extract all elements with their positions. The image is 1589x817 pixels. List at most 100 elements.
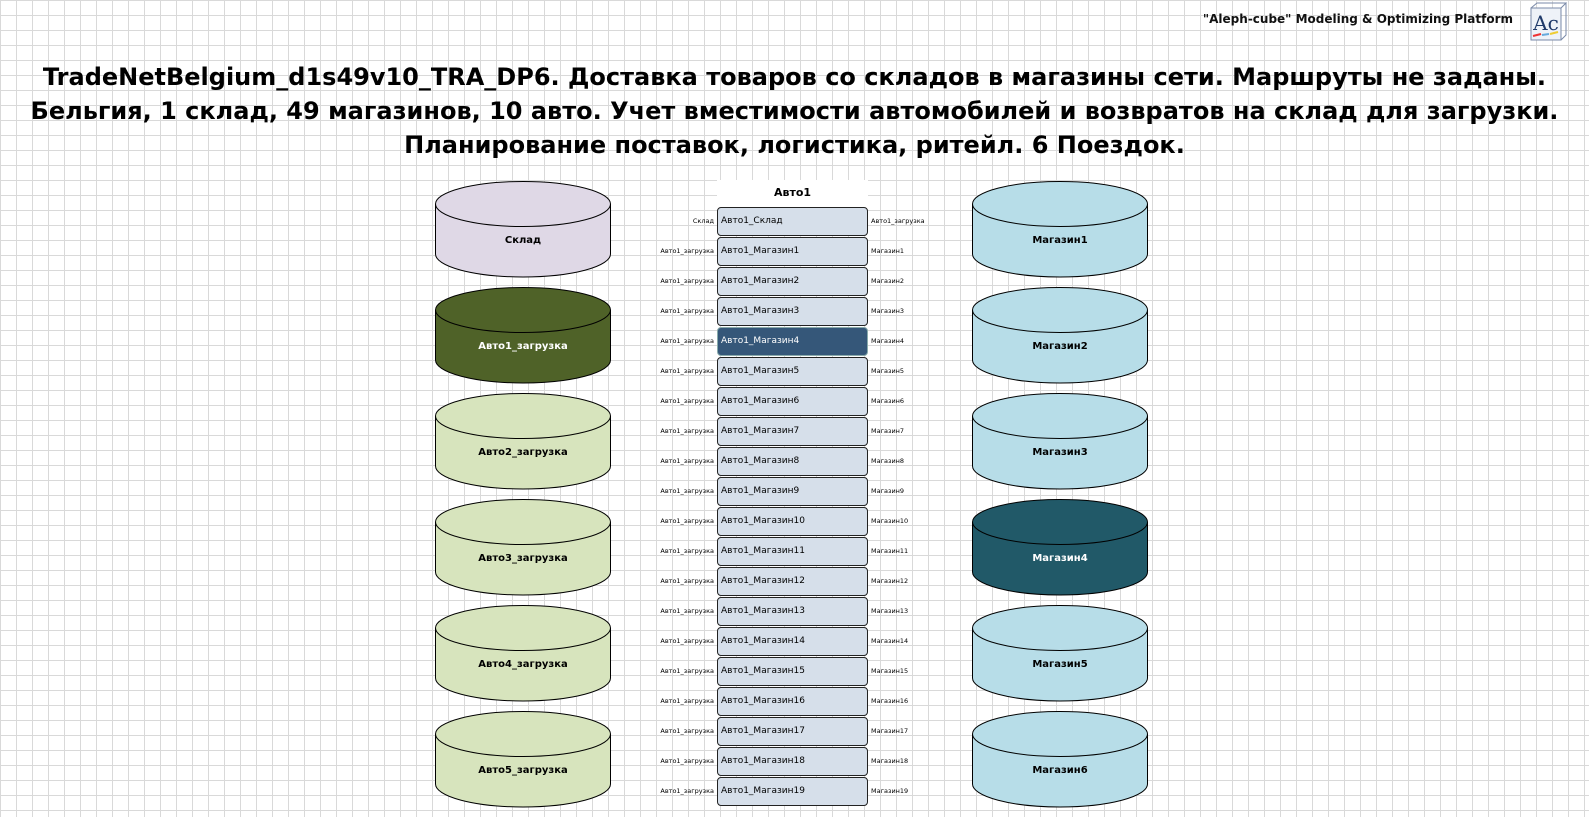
- route-from-label: Авто1_загрузка: [660, 367, 714, 375]
- left-node-2[interactable]: Авто2_загрузка: [435, 393, 611, 490]
- platform-brand: "Aleph-cube" Modeling & Optimizing Platf…: [1202, 12, 1513, 26]
- route-from-label: Авто1_загрузка: [660, 727, 714, 735]
- route-from-label: Авто1_загрузка: [660, 667, 714, 675]
- route-from-label: Авто1_загрузка: [660, 607, 714, 615]
- route-to-label: Магазин2: [871, 277, 905, 285]
- route-row[interactable]: Авто1_Магазин5: [717, 357, 868, 386]
- right-node-1[interactable]: Магазин2: [972, 287, 1148, 384]
- cylinder-top: [972, 711, 1148, 757]
- route-to-label: Магазин14: [871, 637, 909, 645]
- cylinder-top: [972, 181, 1148, 227]
- route-from-label: Авто1_загрузка: [660, 577, 714, 585]
- route-row[interactable]: Авто1_Магазин13: [717, 597, 868, 626]
- cylinder-top: [435, 605, 611, 651]
- cylinder-top: [435, 499, 611, 545]
- node-label: Магазин4: [1032, 553, 1087, 564]
- route-from-label: Авто1_загрузка: [660, 397, 714, 405]
- page-title: TradeNetBelgium_d1s49v10_TRA_DP6. Достав…: [30, 63, 1559, 159]
- route-to-label: Магазин6: [871, 397, 905, 405]
- route-to-label: Магазин12: [871, 577, 909, 585]
- aleph-cube-logo: Ac: [1530, 2, 1567, 41]
- route-row[interactable]: Авто1_Магазин16: [717, 687, 868, 716]
- node-label: Авто1_загрузка: [478, 341, 568, 352]
- svg-text:Ac: Ac: [1532, 11, 1559, 35]
- node-label: Авто4_загрузка: [478, 659, 568, 670]
- route-row[interactable]: Авто1_Магазин10: [717, 507, 868, 536]
- vehicle-panel-header: [717, 180, 868, 207]
- route-row[interactable]: Авто1_Магазин12: [717, 567, 868, 596]
- route-from-label: Авто1_загрузка: [660, 487, 714, 495]
- cylinder-top: [972, 287, 1148, 333]
- route-row[interactable]: Авто1_Магазин11: [717, 537, 868, 566]
- route-to-label: Магазин9: [871, 487, 905, 495]
- node-label: Магазин1: [1032, 235, 1087, 246]
- route-from-label: Авто1_загрузка: [660, 277, 714, 285]
- route-row[interactable]: Авто1_Магазин7: [717, 417, 868, 446]
- route-from-label: Авто1_загрузка: [660, 247, 714, 255]
- route-row[interactable]: Авто1_Магазин19: [717, 777, 868, 806]
- cylinder-top: [972, 499, 1148, 545]
- route-row[interactable]: Авто1_Магазин1: [717, 237, 868, 266]
- route-row[interactable]: Авто1_Склад: [717, 207, 868, 236]
- route-from-label: Склад: [692, 217, 714, 225]
- route-from-label: Авто1_загрузка: [660, 307, 714, 315]
- route-from-label: Авто1_загрузка: [660, 427, 714, 435]
- route-from-label: Авто1_загрузка: [660, 517, 714, 525]
- left-node-5[interactable]: Авто5_загрузка: [435, 711, 611, 808]
- route-row[interactable]: Авто1_Магазин14: [717, 627, 868, 656]
- route-to-label: Магазин4: [871, 337, 905, 345]
- route-to-label: Магазин10: [871, 517, 909, 525]
- route-from-label: Авто1_загрузка: [660, 547, 714, 555]
- right-node-3[interactable]: Магазин4: [972, 499, 1148, 596]
- node-label: Магазин5: [1032, 659, 1087, 670]
- route-row[interactable]: Авто1_Магазин17: [717, 717, 868, 746]
- node-label: Авто3_загрузка: [478, 553, 568, 564]
- node-label: Склад: [505, 235, 541, 246]
- route-to-label: Магазин19: [871, 787, 909, 795]
- route-to-label: Магазин16: [871, 697, 909, 705]
- right-node-2[interactable]: Магазин3: [972, 393, 1148, 490]
- route-row[interactable]: Авто1_Магазин3: [717, 297, 868, 326]
- left-node-4[interactable]: Авто4_загрузка: [435, 605, 611, 702]
- left-node-3[interactable]: Авто3_загрузка: [435, 499, 611, 596]
- right-node-4[interactable]: Магазин5: [972, 605, 1148, 702]
- route-to-label: Магазин17: [871, 727, 909, 735]
- route-to-label: Магазин11: [871, 547, 909, 555]
- route-to-label: Магазин7: [871, 427, 905, 435]
- left-node-1[interactable]: Авто1_загрузка: [435, 287, 611, 384]
- vehicle-title: Авто1: [773, 186, 812, 199]
- route-to-label: Магазин15: [871, 667, 909, 675]
- cylinder-top: [435, 181, 611, 227]
- route-row[interactable]: Авто1_Магазин9: [717, 477, 868, 506]
- route-from-label: Авто1_загрузка: [660, 457, 714, 465]
- route-row[interactable]: Авто1_Магазин18: [717, 747, 868, 776]
- route-from-label: Авто1_загрузка: [660, 757, 714, 765]
- route-to-label: Авто1_загрузка: [871, 217, 925, 225]
- route-from-label: Авто1_загрузка: [660, 337, 714, 345]
- route-row[interactable]: Авто1_Магазин15: [717, 657, 868, 686]
- route-row[interactable]: Авто1_Магазин4: [717, 327, 868, 356]
- cylinder-top: [435, 287, 611, 333]
- left-node-0[interactable]: Склад: [435, 181, 611, 278]
- right-node-5[interactable]: Магазин6: [972, 711, 1148, 808]
- cylinder-top: [435, 711, 611, 757]
- node-label: Магазин2: [1032, 341, 1087, 352]
- cylinder-top: [435, 393, 611, 439]
- route-to-label: Магазин1: [871, 247, 905, 255]
- route-row[interactable]: Авто1_Магазин6: [717, 387, 868, 416]
- route-to-label: Магазин5: [871, 367, 905, 375]
- cylinder-top: [972, 605, 1148, 651]
- node-label: Магазин3: [1032, 447, 1087, 458]
- route-to-label: Магазин18: [871, 757, 909, 765]
- node-label: Магазин6: [1032, 765, 1087, 776]
- route-row[interactable]: Авто1_Магазин2: [717, 267, 868, 296]
- cylinder-top: [972, 393, 1148, 439]
- route-from-label: Авто1_загрузка: [660, 637, 714, 645]
- right-node-0[interactable]: Магазин1: [972, 181, 1148, 278]
- route-from-label: Авто1_загрузка: [660, 697, 714, 705]
- route-row[interactable]: Авто1_Магазин8: [717, 447, 868, 476]
- route-to-label: Магазин13: [871, 607, 909, 615]
- node-label: Авто5_загрузка: [478, 765, 568, 776]
- node-label: Авто2_загрузка: [478, 447, 568, 458]
- route-to-label: Магазин3: [871, 307, 905, 315]
